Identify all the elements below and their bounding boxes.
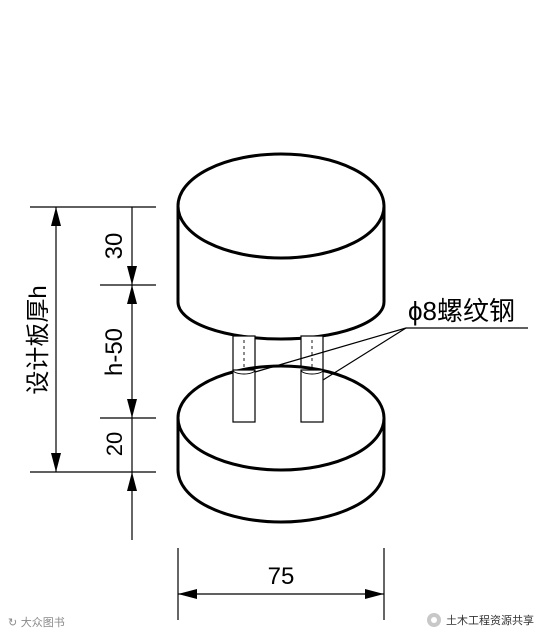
rebar-leader [254,327,528,381]
watermark-left-text: 大众图书 [20,616,65,629]
total-height-label: 设计板厚h [25,285,52,394]
dim-30-label: 30 [101,233,128,260]
dim-20-label: 20 [102,432,127,456]
watermark-right: 土木工程资源共享 [427,612,534,628]
watermark-right-text: 土木工程资源共享 [446,614,534,627]
dim-h50-label: h-50 [101,328,128,376]
width-dimension [177,548,385,620]
rebar-label: ϕ8螺纹钢 [408,296,515,326]
top-cylinder [176,152,386,341]
bottom-cylinder [176,364,386,524]
segment-dimensions [100,207,156,540]
logo-icon: ↻ [8,616,18,629]
dim-75-label: 75 [268,563,295,590]
total-height-dimension [30,206,156,473]
watermark-left: ↻ 大众图书 [8,614,65,630]
wechat-icon [427,613,441,627]
